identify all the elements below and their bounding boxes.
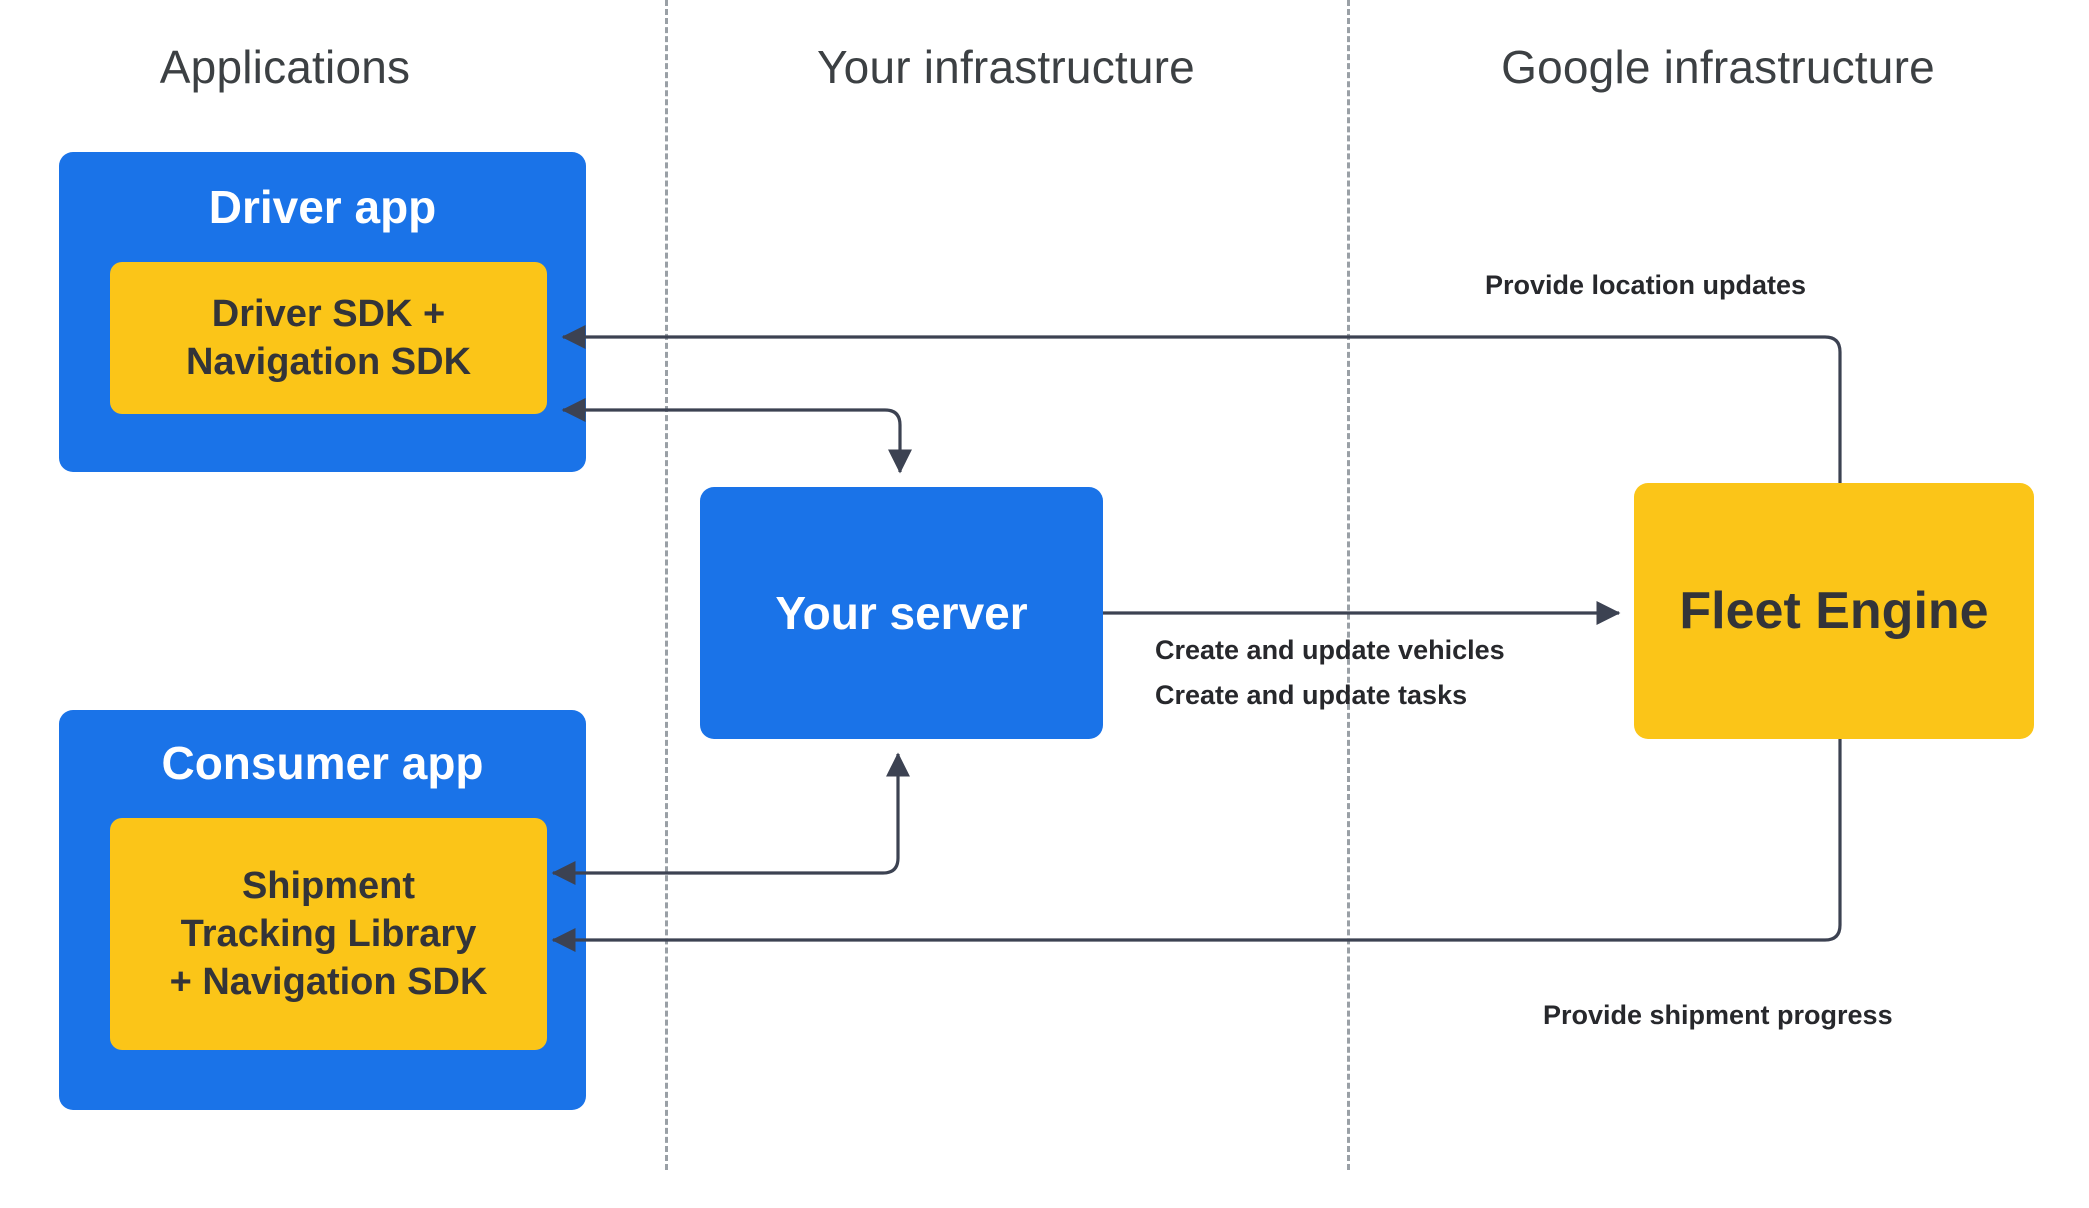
edge-label-create-update-vehicles: Create and update vehicles <box>1155 635 1505 665</box>
driver-sdk-line-2: Navigation SDK <box>185 341 472 383</box>
edge-label-provide-location-updates: Provide location updates <box>1485 270 1807 300</box>
node-driver-app[interactable]: Driver app Driver SDK + Navigation SDK <box>59 152 586 472</box>
zone-label-applications: Applications <box>159 41 411 93</box>
zone-label-your-infrastructure: Your infrastructure <box>817 41 1195 93</box>
node-driver-sdk[interactable]: Driver SDK + Navigation SDK <box>110 262 547 414</box>
wire-fleet-engine-to-driver-sdk <box>561 325 1842 483</box>
zone-divider-left <box>665 0 668 1170</box>
edge-label-provide-shipment-progress: Provide shipment progress <box>1543 1000 1893 1030</box>
consumer-sdk-line-2: Tracking Library <box>180 912 477 955</box>
node-consumer-sdk[interactable]: Shipment Tracking Library + Navigation S… <box>110 818 547 1050</box>
consumer-sdk-line-1: Shipment <box>241 864 416 907</box>
edge-label-create-update-tasks: Create and update tasks <box>1155 680 1468 710</box>
zone-divider-right <box>1347 0 1350 1170</box>
driver-sdk-line-1: Driver SDK + <box>211 292 446 335</box>
your-server-label: Your server <box>775 587 1028 639</box>
fleet-engine-label: Fleet Engine <box>1679 582 1989 640</box>
wire-fleet-engine-to-consumer-sdk <box>551 739 1842 952</box>
wire-your-server-to-consumer-sdk <box>551 752 910 885</box>
consumer-app-title: Consumer app <box>161 737 484 789</box>
node-consumer-app[interactable]: Consumer app Shipment Tracking Library +… <box>59 710 586 1110</box>
zone-label-google-infrastructure: Google infrastructure <box>1501 41 1935 93</box>
driver-app-title: Driver app <box>208 181 437 233</box>
wire-your-server-to-driver-app <box>561 398 912 474</box>
consumer-sdk-line-3: + Navigation SDK <box>169 961 488 1004</box>
node-fleet-engine[interactable]: Fleet Engine <box>1634 483 2034 739</box>
node-your-server[interactable]: Your server <box>700 487 1103 739</box>
